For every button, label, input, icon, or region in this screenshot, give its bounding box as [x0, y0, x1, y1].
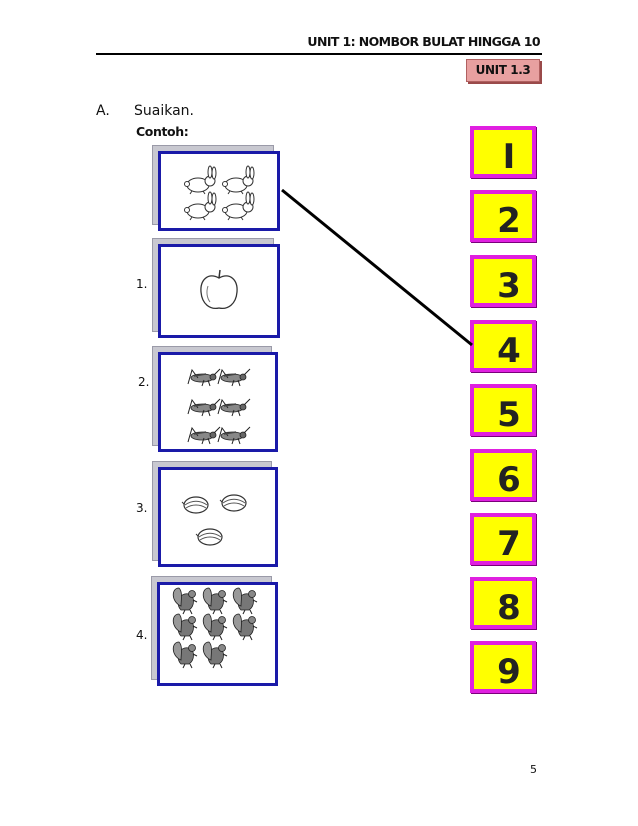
number-label: I — [502, 137, 516, 177]
item-label-4: 4. — [136, 628, 148, 642]
number-box-2[interactable]: 2 — [470, 190, 536, 242]
number-box-5[interactable]: 5 — [470, 384, 536, 436]
apple-picture — [200, 269, 238, 310]
unit-badge: UNIT 1.3 — [466, 59, 540, 82]
section-letter: A. — [96, 103, 110, 119]
number-label: 2 — [497, 201, 521, 241]
picture-card-2[interactable] — [152, 346, 278, 452]
header-title: UNIT 1: NOMBOR BULAT HINGGA 10 — [307, 34, 540, 49]
number-label: 5 — [497, 395, 521, 435]
header-rule — [96, 53, 542, 55]
item-label-2: 2. — [138, 375, 150, 389]
number-label: 4 — [497, 331, 521, 371]
number-label: 3 — [497, 266, 521, 306]
number-label: 6 — [497, 460, 521, 500]
match-line — [281, 188, 473, 347]
number-box-4[interactable]: 4 — [470, 320, 536, 372]
number-label: 8 — [497, 588, 521, 628]
card-frame — [158, 151, 280, 231]
number-box-9[interactable]: 9 — [470, 641, 536, 693]
number-label: 7 — [497, 524, 521, 564]
picture-card-1[interactable] — [152, 238, 280, 338]
item-label-3: 3. — [136, 501, 148, 515]
number-box-7[interactable]: 7 — [470, 513, 536, 565]
number-box-6[interactable]: 6 — [470, 449, 536, 501]
section-instruction: Suaikan. — [134, 103, 194, 119]
picture-card-4[interactable] — [151, 576, 278, 686]
number-box-3[interactable]: 3 — [470, 255, 536, 307]
picture-card-example[interactable] — [152, 145, 280, 231]
page-number: 5 — [530, 763, 537, 776]
example-label: Contoh: — [136, 124, 189, 139]
picture-card-3[interactable] — [152, 461, 278, 567]
apple-icon — [200, 269, 238, 310]
card-frame — [158, 352, 278, 452]
number-box-8[interactable]: 8 — [470, 577, 536, 629]
card-frame — [158, 467, 278, 567]
item-label-1: 1. — [136, 277, 148, 291]
number-label: 9 — [497, 652, 521, 692]
number-box-1[interactable]: I — [470, 126, 536, 178]
